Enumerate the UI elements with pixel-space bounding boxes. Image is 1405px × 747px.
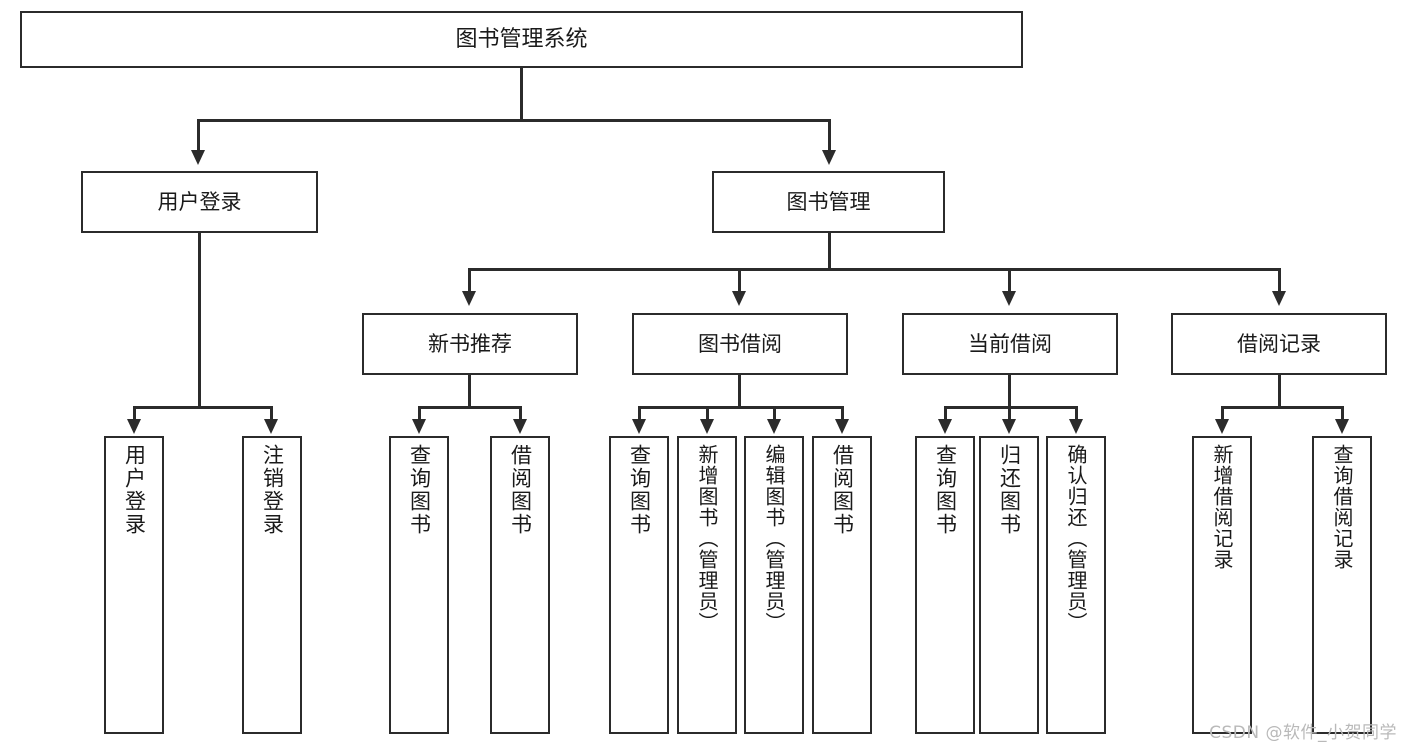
connector-level1-bus (197, 119, 830, 122)
connector-drop-cb-1 (944, 406, 947, 422)
node-label: 查询图书 (933, 444, 958, 536)
leaf-current-borrow-confirm[interactable]: 确认归还（管理员） (1046, 436, 1106, 734)
connector-book-borrow-bus (638, 406, 842, 409)
connector-drop-cb-3 (1075, 406, 1078, 422)
connector-drop-br-2 (1341, 406, 1344, 422)
node-label: 确认归还（管理员） (1064, 444, 1088, 633)
connector-drop-book-mgmt (828, 119, 831, 152)
connector-root-stem (520, 68, 523, 119)
arrowhead-cb-1 (938, 419, 952, 434)
connector-current-borrow-bus (944, 406, 1077, 409)
node-label: 归还图书 (997, 444, 1022, 536)
node-label: 查询图书 (407, 444, 432, 536)
connector-user-login-stem (198, 233, 201, 408)
arrowhead-user-login (191, 150, 205, 165)
connector-drop-bb-2 (706, 406, 709, 422)
arrowhead-bb-1 (632, 419, 646, 434)
node-label: 图书借阅 (698, 331, 782, 356)
connector-drop-lvl2-4 (1278, 268, 1281, 293)
connector-drop-cb-2 (1008, 406, 1011, 422)
connector-drop-user-login (197, 119, 200, 152)
arrowhead-lvl2-2 (732, 291, 746, 306)
leaf-new-book-query[interactable]: 查询图书 (389, 436, 449, 734)
leaf-book-borrow-query[interactable]: 查询图书 (609, 436, 669, 734)
leaf-book-borrow-borrow[interactable]: 借阅图书 (812, 436, 872, 734)
node-label: 当前借阅 (968, 331, 1052, 356)
connector-user-login-bus (133, 406, 270, 409)
connector-drop-bb-3 (773, 406, 776, 422)
node-label: 借阅记录 (1237, 331, 1321, 356)
leaf-book-borrow-add[interactable]: 新增图书（管理员） (677, 436, 737, 734)
arrowhead-lvl2-1 (462, 291, 476, 306)
node-new-book-recommend[interactable]: 新书推荐 (362, 313, 578, 375)
arrowhead-nb-1 (412, 419, 426, 434)
arrowhead-nb-2 (513, 419, 527, 434)
leaf-current-borrow-query[interactable]: 查询图书 (915, 436, 975, 734)
connector-drop-bb-4 (841, 406, 844, 422)
leaf-borrow-record-add[interactable]: 新增借阅记录 (1192, 436, 1252, 734)
connector-new-book-bus (418, 406, 521, 409)
connector-borrow-record-bus (1221, 406, 1343, 409)
arrowhead-bb-2 (700, 419, 714, 434)
node-label: 查询图书 (627, 444, 652, 536)
connector-drop-ul-1 (133, 406, 136, 422)
connector-drop-nb-1 (418, 406, 421, 422)
arrowhead-ul-1 (127, 419, 141, 434)
node-book-borrow[interactable]: 图书借阅 (632, 313, 848, 375)
node-current-borrow[interactable]: 当前借阅 (902, 313, 1118, 375)
arrowhead-book-mgmt (822, 150, 836, 165)
node-label: 查询借阅记录 (1330, 444, 1354, 570)
watermark-text: CSDN @软件_小贺同学 (1209, 723, 1397, 743)
leaf-book-borrow-edit[interactable]: 编辑图书（管理员） (744, 436, 804, 734)
arrowhead-cb-2 (1002, 419, 1016, 434)
node-label: 用户登录 (122, 444, 147, 536)
connector-drop-nb-2 (519, 406, 522, 422)
connector-new-book-stem (468, 375, 471, 408)
node-label: 新增借阅记录 (1210, 444, 1234, 570)
connector-drop-lvl2-1 (468, 268, 471, 293)
node-label: 用户登录 (157, 189, 242, 214)
arrowhead-ul-2 (264, 419, 278, 434)
leaf-new-book-borrow[interactable]: 借阅图书 (490, 436, 550, 734)
arrowhead-lvl2-3 (1002, 291, 1016, 306)
node-label: 新书推荐 (428, 331, 512, 356)
connector-borrow-record-stem (1278, 375, 1281, 408)
leaf-user-login-logout[interactable]: 注销登录 (242, 436, 302, 734)
connector-drop-lvl2-3 (1008, 268, 1011, 293)
arrowhead-lvl2-4 (1272, 291, 1286, 306)
leaf-borrow-record-query[interactable]: 查询借阅记录 (1312, 436, 1372, 734)
connector-book-mgmt-stem (828, 233, 831, 269)
node-borrow-record[interactable]: 借阅记录 (1171, 313, 1387, 375)
node-label: 编辑图书（管理员） (762, 444, 786, 633)
node-label: 图书管理系统 (455, 26, 588, 52)
connector-drop-bb-1 (638, 406, 641, 422)
node-label: 借阅图书 (508, 444, 533, 536)
node-user-login[interactable]: 用户登录 (81, 171, 318, 233)
arrowhead-cb-3 (1069, 419, 1083, 434)
arrowhead-bb-3 (767, 419, 781, 434)
connector-current-borrow-stem (1008, 375, 1011, 408)
node-label: 借阅图书 (830, 444, 855, 536)
node-label: 注销登录 (260, 444, 285, 536)
connector-drop-ul-2 (270, 406, 273, 422)
connector-drop-lvl2-2 (738, 268, 741, 293)
arrowhead-bb-4 (835, 419, 849, 434)
node-label: 新增图书（管理员） (695, 444, 719, 633)
leaf-user-login-login[interactable]: 用户登录 (104, 436, 164, 734)
node-book-management[interactable]: 图书管理 (712, 171, 945, 233)
node-root-system[interactable]: 图书管理系统 (20, 11, 1023, 68)
node-label: 图书管理 (786, 189, 871, 214)
leaf-current-borrow-return[interactable]: 归还图书 (979, 436, 1039, 734)
connector-drop-br-1 (1221, 406, 1224, 422)
connector-level2-bus (468, 268, 1280, 271)
arrowhead-br-2 (1335, 419, 1349, 434)
arrowhead-br-1 (1215, 419, 1229, 434)
connector-book-borrow-stem (738, 375, 741, 408)
